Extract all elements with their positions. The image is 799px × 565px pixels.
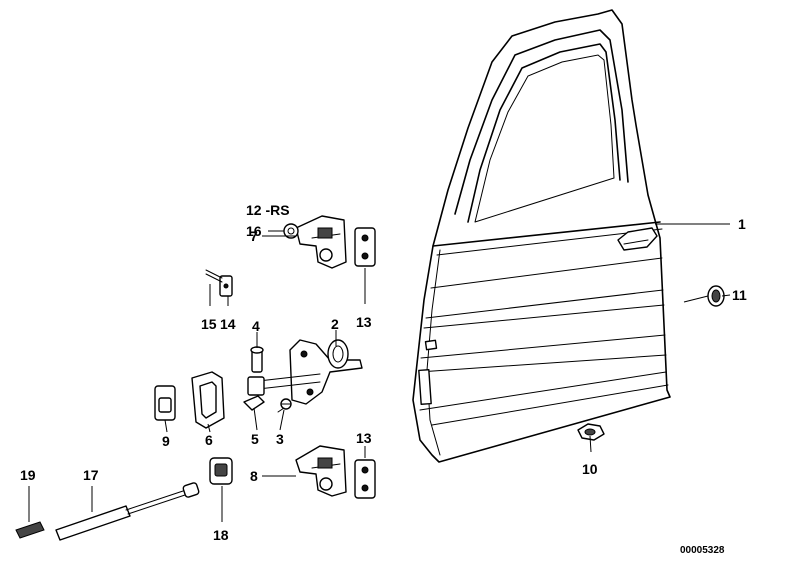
leader-lines	[28, 223, 731, 522]
upper-hinge-plate	[354, 227, 376, 267]
upper-hinge	[295, 215, 347, 269]
drawing-number: 00005328	[680, 545, 725, 556]
drain-plug	[577, 423, 605, 441]
door-panel	[412, 9, 671, 463]
label-part-17: 17	[83, 467, 99, 483]
check-screw	[277, 398, 292, 413]
label-part-16: 16	[246, 223, 262, 239]
grommet-large	[191, 371, 225, 429]
label-part-3: 3	[276, 431, 284, 447]
label-part-6: 6	[205, 432, 213, 448]
label-part-7: 7	[250, 228, 258, 244]
check-clip	[243, 395, 265, 411]
label-part-5: 5	[251, 431, 259, 447]
clip-plate	[219, 275, 233, 297]
check-pin	[250, 346, 264, 373]
gas-strut	[55, 482, 200, 541]
label-part-13-upper: 13	[356, 314, 372, 330]
strut-end	[15, 521, 45, 539]
label-part-9: 9	[162, 433, 170, 449]
label-part-18: 18	[213, 527, 229, 543]
seal-small	[154, 385, 176, 421]
clip-pin	[205, 269, 223, 283]
label-part-8: 8	[250, 468, 258, 484]
label-part-4: 4	[252, 318, 260, 334]
label-part-13-lower: 13	[356, 430, 372, 446]
plug	[707, 285, 725, 307]
label-part-2: 2	[331, 316, 339, 332]
door-check-strap	[247, 339, 363, 405]
label-part-11: 11	[732, 287, 747, 303]
lower-hinge-plate	[354, 459, 376, 499]
label-part-14: 14	[220, 316, 236, 332]
label-part-10: 10	[582, 461, 598, 477]
buffer	[209, 457, 233, 485]
label-part-19: 19	[20, 467, 36, 483]
label-part-15: 15	[201, 316, 217, 332]
label-part-1: 1	[738, 216, 746, 232]
lower-hinge	[295, 445, 347, 497]
label-part-12: 12 -RS	[246, 202, 290, 218]
